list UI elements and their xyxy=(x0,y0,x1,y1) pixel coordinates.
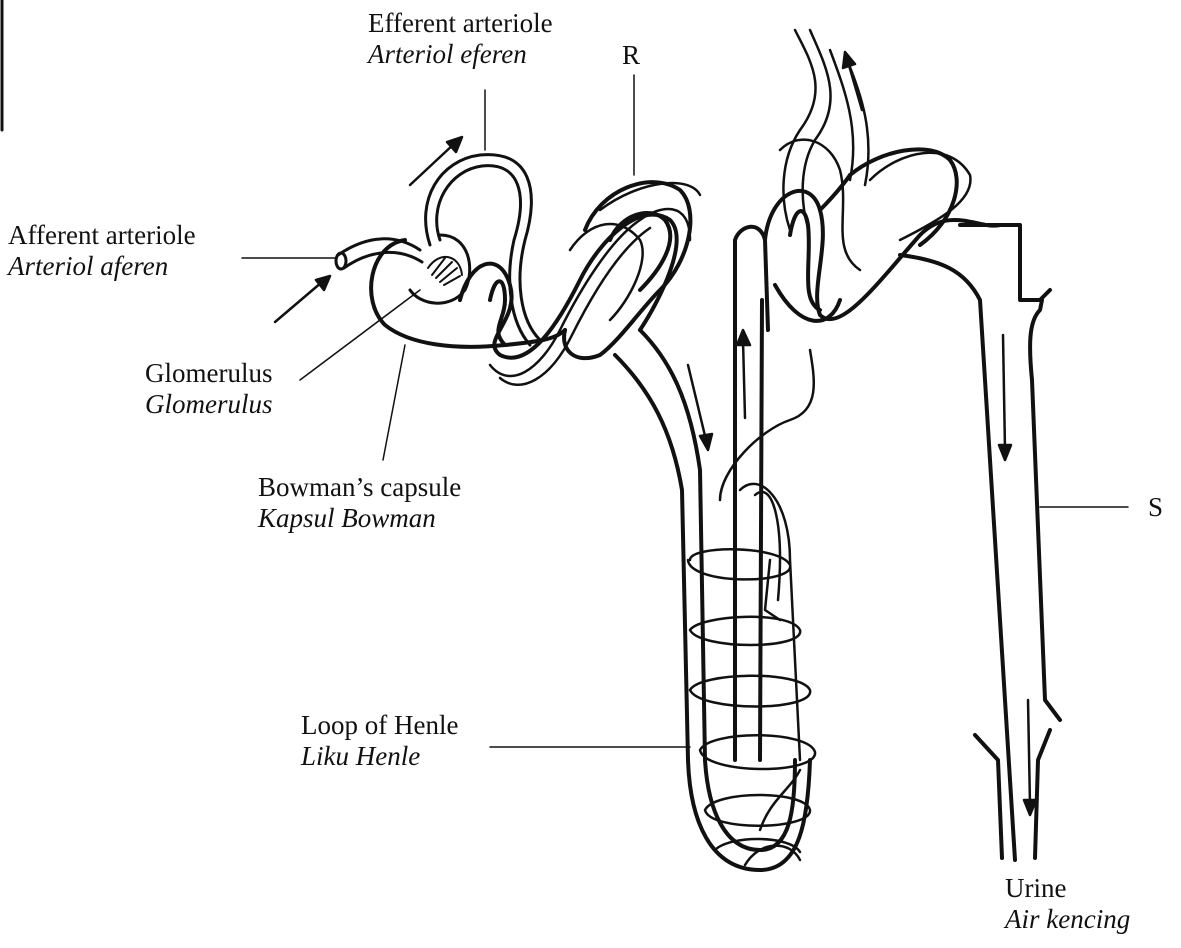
glomerulus-ms: Glomerulus xyxy=(145,389,273,420)
efferent-en: Efferent arteriole xyxy=(368,8,553,39)
distal-convoluted-tubule xyxy=(765,149,1000,321)
label-r: R xyxy=(622,40,640,71)
label-s: S xyxy=(1148,492,1163,523)
label-urine: Urine Air kencing xyxy=(1005,873,1130,935)
efferent-ms: Arteriol eferen xyxy=(368,39,553,70)
label-efferent-arteriole: Efferent arteriole Arteriol eferen xyxy=(368,8,553,70)
bowman-ms: Kapsul Bowman xyxy=(258,503,461,534)
flow-arrows xyxy=(275,52,1036,815)
glomerulus-en: Glomerulus xyxy=(145,358,273,389)
afferent-en: Afferent arteriole xyxy=(8,220,196,251)
label-afferent-arteriole: Afferent arteriole Arteriol aferen xyxy=(8,220,196,282)
label-glomerulus: Glomerulus Glomerulus xyxy=(145,358,273,420)
label-bowmans-capsule: Bowman’s capsule Kapsul Bowman xyxy=(258,472,461,534)
label-loop-of-henle: Loop of Henle Liku Henle xyxy=(301,710,458,772)
afferent-arteriole xyxy=(336,239,422,269)
henle-ms: Liku Henle xyxy=(301,741,458,772)
urine-ms: Air kencing xyxy=(1005,904,1130,935)
afferent-ms: Arteriol aferen xyxy=(8,251,196,282)
loop-of-henle-bottom xyxy=(688,760,810,870)
bowman-en: Bowman’s capsule xyxy=(258,472,461,503)
henle-en: Loop of Henle xyxy=(301,710,458,741)
proximal-convoluted-tubule xyxy=(460,182,690,358)
glomerulus-tuft xyxy=(428,257,462,285)
ascending-limb xyxy=(735,227,768,760)
urine-en: Urine xyxy=(1005,873,1130,904)
efferent-arteriole xyxy=(426,155,540,345)
collecting-duct xyxy=(900,225,1060,860)
descending-limb xyxy=(615,330,705,760)
